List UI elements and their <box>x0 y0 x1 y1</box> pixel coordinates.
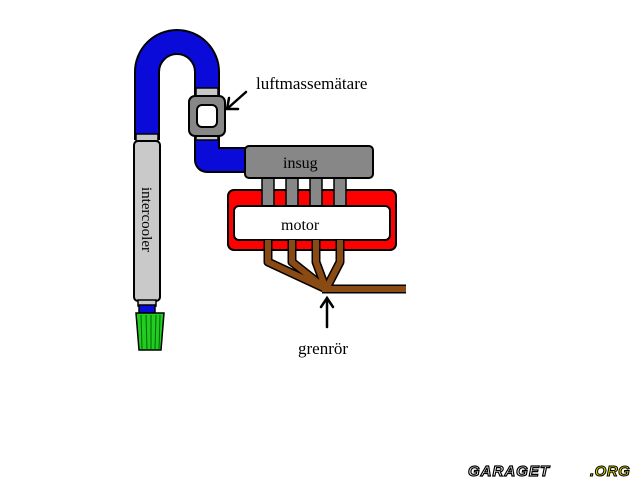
intake-plenum <box>244 145 374 179</box>
exhaust-manifold <box>263 240 406 294</box>
label-intake: insug <box>283 155 318 172</box>
arrow-to-sensor <box>225 90 248 111</box>
upper-hose <box>134 29 220 140</box>
watermark-suffix: .ORG <box>590 463 630 480</box>
label-air-mass-sensor: luftmassemätare <box>256 74 367 93</box>
air-mass-sensor <box>188 87 226 141</box>
watermark-logo: GARAGET .ORG <box>467 462 630 480</box>
label-intercooler: intercooler <box>138 187 154 252</box>
lower-hose <box>194 132 246 173</box>
label-manifold: grenrör <box>298 339 348 358</box>
watermark-main: GARAGET <box>468 463 551 480</box>
intercooler <box>133 133 161 314</box>
arrow-to-manifold <box>319 295 335 329</box>
air-filter <box>135 312 165 351</box>
label-engine: motor <box>281 217 320 234</box>
